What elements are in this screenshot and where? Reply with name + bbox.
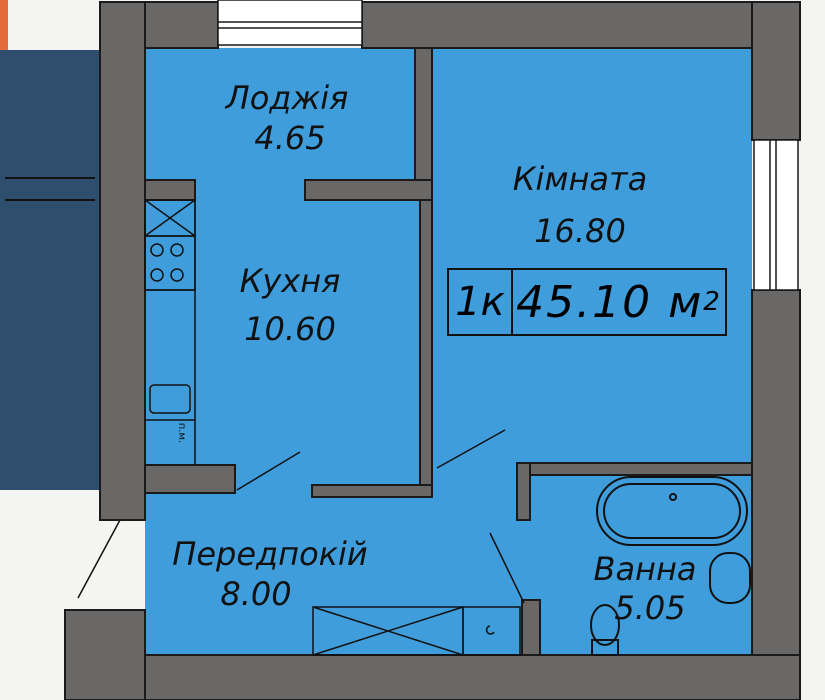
windows <box>217 0 799 291</box>
room-name-hallway: Передпокій <box>172 535 368 573</box>
room-name-kitchen: Кухня <box>239 262 341 300</box>
interior-walls <box>144 47 753 656</box>
room-area-loggia: 4.65 <box>254 119 326 157</box>
kitchen-fixtures <box>144 199 525 604</box>
room-name-loggia: Лоджія <box>225 79 349 117</box>
room-name-living: Кімната <box>512 160 648 198</box>
room-area-living: 16.80 <box>534 212 626 250</box>
area-unit-power: 2 <box>703 287 722 317</box>
bath-fixtures <box>590 476 751 656</box>
room-door-swing <box>436 429 506 469</box>
exterior-orange <box>0 0 8 50</box>
room-area-hallway: 8.00 <box>220 575 292 613</box>
bath-door-swing <box>489 532 525 604</box>
exterior-balcony <box>0 50 100 490</box>
room-area-kitchen: 10.60 <box>244 310 336 348</box>
washbasin-icon <box>709 552 751 604</box>
total-area-value: 45.10 м <box>516 276 704 328</box>
entry-door-swing <box>77 519 121 599</box>
hall-fixtures <box>312 606 521 656</box>
kitchen-door-swing <box>236 451 301 491</box>
boiler-icon <box>462 606 521 656</box>
bathtub-icon <box>596 476 748 546</box>
room-name-bathroom: Ванна <box>593 550 697 588</box>
fixture-label: п.м. <box>176 422 188 444</box>
room-count: 1к <box>449 270 513 334</box>
room-area-bathroom: 5.05 <box>614 589 686 627</box>
sink-icon <box>149 384 191 414</box>
floor <box>145 48 752 655</box>
toilet-icon <box>590 604 620 646</box>
